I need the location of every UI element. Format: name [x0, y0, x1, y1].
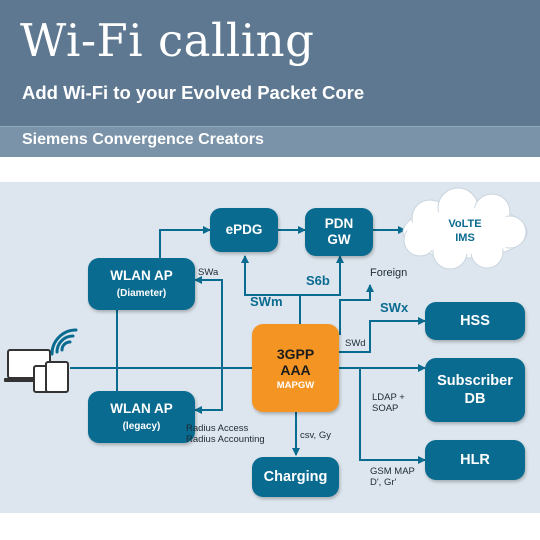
epdg-label: ePDG	[225, 222, 263, 237]
subscriber-db-node: Subscriber DB	[425, 358, 525, 422]
aaa-label: AAA	[280, 361, 311, 378]
swa-label: SWa	[198, 267, 219, 278]
hss-node: HSS	[425, 302, 525, 340]
aaa-foreign-link	[339, 284, 374, 335]
foreign-label: Foreign	[370, 267, 408, 279]
db-label: DB	[464, 391, 486, 407]
volte-ims-node: VoLTE IMS	[430, 217, 500, 245]
swd-label: SWd	[345, 338, 366, 349]
aaa-wlan-radius	[194, 367, 252, 414]
radius-accounting-text: Radius Accounting	[186, 434, 265, 445]
wlan-ap-legacy-label: WLAN AP	[110, 401, 173, 416]
ldap-soap-label: LDAP + SOAP	[372, 392, 405, 414]
aaa-hss-swx	[339, 317, 426, 353]
volte-label: VoLTE	[448, 218, 482, 230]
company-name: Siemens Convergence Creators	[22, 131, 264, 148]
gsm-map-label: GSM MAP D', Gr'	[370, 466, 415, 488]
soap-text: SOAP	[372, 403, 399, 414]
wlan-ap-legacy-node: WLAN AP (legacy)	[88, 391, 195, 443]
subscriber-label: Subscriber	[437, 373, 513, 389]
gsm-interfaces-text: D', Gr'	[370, 477, 397, 488]
aaa-hlr-link	[359, 368, 426, 464]
ldap-text: LDAP +	[372, 392, 405, 403]
devices-icon	[4, 349, 69, 393]
pdn-gw-node: PDN GW	[305, 208, 373, 256]
diameter-label: (Diameter)	[116, 288, 167, 299]
aaa-node: 3GPP AAA MAPGW	[252, 324, 339, 412]
hss-label: HSS	[460, 313, 490, 329]
wlan-ap-diameter-node: WLAN AP (Diameter)	[88, 258, 195, 310]
ims-label: IMS	[455, 232, 475, 244]
radius-label: Radius Access Radius Accounting	[186, 423, 265, 445]
aaa-epdg-swm	[241, 255, 301, 324]
gsm-map-text: GSM MAP	[370, 466, 415, 477]
charging-label: Charging	[263, 469, 328, 485]
wlan-ap-label: WLAN AP	[110, 268, 173, 283]
wlan-epdg-link	[159, 226, 211, 258]
legacy-label: (legacy)	[122, 421, 161, 432]
s6b-label: S6b	[306, 273, 330, 288]
swm-label: SWm	[250, 294, 283, 309]
aaa-wlan-swa	[194, 276, 223, 368]
hlr-node: HLR	[425, 440, 525, 480]
company-band	[0, 126, 540, 157]
mapgw-label: MAPGW	[276, 379, 315, 391]
aaa-3gpp-label: 3GPP	[276, 345, 315, 362]
aaa-pdn-s6b	[300, 255, 344, 296]
epdg-node: ePDG	[210, 208, 278, 252]
page-subtitle: Add Wi-Fi to your Evolved Packet Core	[22, 82, 365, 103]
header-banner	[0, 0, 540, 126]
gw-label: GW	[327, 232, 351, 247]
swx-label: SWx	[380, 300, 409, 315]
hlr-label: HLR	[460, 452, 490, 468]
radius-access-text: Radius Access	[186, 423, 249, 434]
charging-node: Charging	[252, 457, 339, 497]
wifi-waves-icon	[50, 328, 78, 356]
pdn-label: PDN	[324, 216, 354, 231]
csv-gy-label: csv, Gy	[300, 430, 331, 441]
bottom-margin	[0, 513, 540, 540]
page-title: Wi-Fi calling	[20, 14, 315, 67]
